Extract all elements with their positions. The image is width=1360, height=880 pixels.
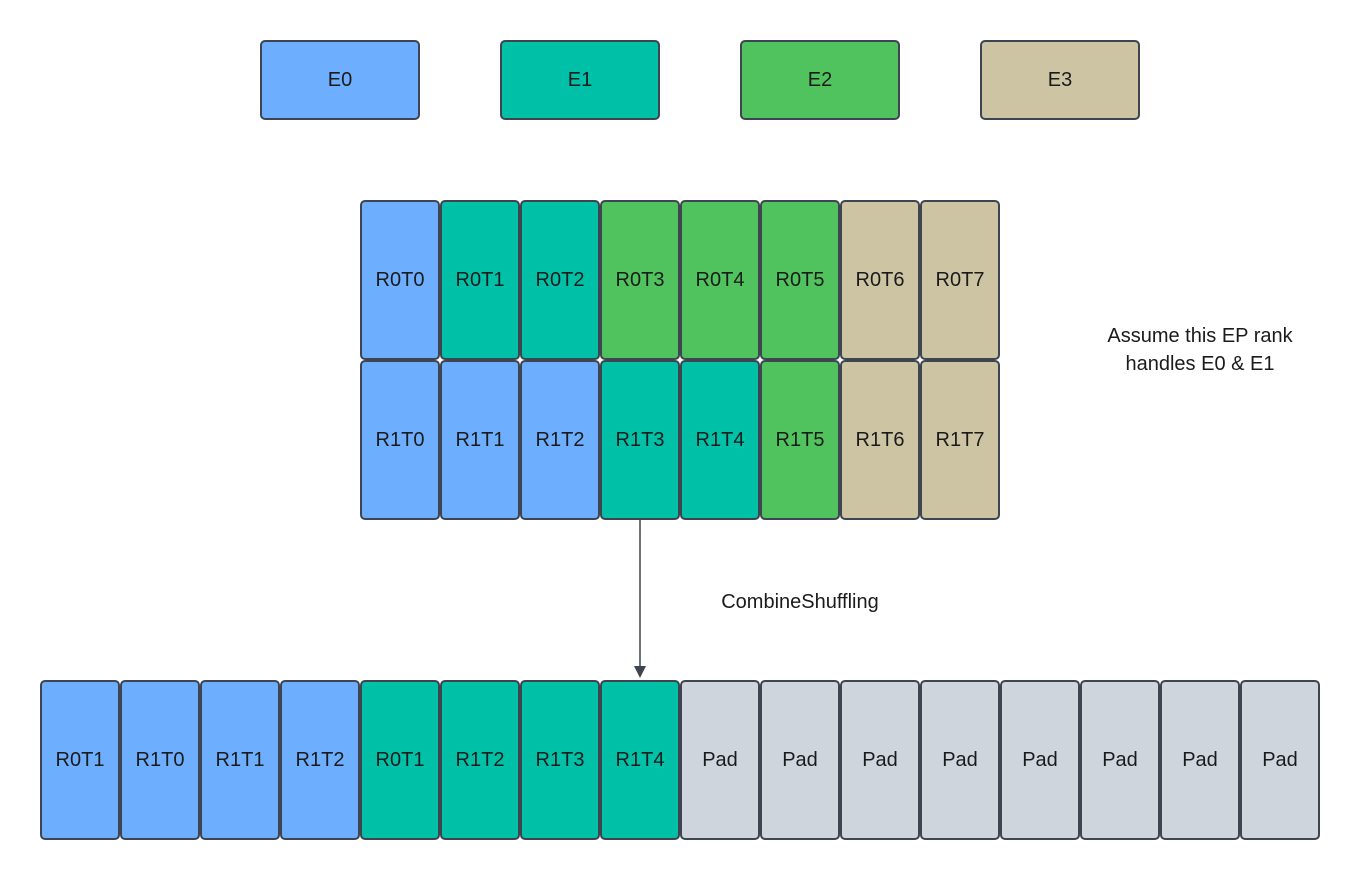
legend-e2: E2	[740, 40, 900, 120]
pad-cell: Pad	[840, 680, 920, 840]
pad-cell: Pad	[760, 680, 840, 840]
output-cell-r1t4: R1T4	[600, 680, 680, 840]
legend-e1: E1	[500, 40, 660, 120]
pad-cell: Pad	[680, 680, 760, 840]
token-cell-r1t4: R1T4	[680, 360, 760, 520]
legend-e3: E3	[980, 40, 1140, 120]
legend-e0: E0	[260, 40, 420, 120]
token-cell-r0t2: R0T2	[520, 200, 600, 360]
ep-rank-note: Assume this EP rank handles E0 & E1	[1107, 325, 1293, 375]
token-cell-r1t7: R1T7	[920, 360, 1000, 520]
token-cell-r1t2: R1T2	[520, 360, 600, 520]
output-cell-r1t0: R1T0	[120, 680, 200, 840]
token-cell-r1t1: R1T1	[440, 360, 520, 520]
pad-cell: Pad	[1080, 680, 1160, 840]
token-cell-r0t3: R0T3	[600, 200, 680, 360]
token-cell-r0t5: R0T5	[760, 200, 840, 360]
output-cell-r0t1: R0T1	[40, 680, 120, 840]
token-cell-r0t1: R0T1	[440, 200, 520, 360]
token-cell-r0t0: R0T0	[360, 200, 440, 360]
token-cell-r0t6: R0T6	[840, 200, 920, 360]
combine-shuffling-label: CombineShuffling	[721, 591, 879, 613]
token-cell-r0t4: R0T4	[680, 200, 760, 360]
pad-cell: Pad	[1160, 680, 1240, 840]
shuffle-arrow-head	[634, 666, 646, 678]
output-cell-r0t1: R0T1	[360, 680, 440, 840]
token-cell-r1t0: R1T0	[360, 360, 440, 520]
pad-cell: Pad	[1240, 680, 1320, 840]
pad-cell: Pad	[920, 680, 1000, 840]
token-cell-r1t6: R1T6	[840, 360, 920, 520]
output-cell-r1t2: R1T2	[280, 680, 360, 840]
pad-cell: Pad	[1000, 680, 1080, 840]
output-cell-r1t2: R1T2	[440, 680, 520, 840]
token-cell-r0t7: R0T7	[920, 200, 1000, 360]
token-cell-r1t5: R1T5	[760, 360, 840, 520]
output-cell-r1t1: R1T1	[200, 680, 280, 840]
token-cell-r1t3: R1T3	[600, 360, 680, 520]
output-cell-r1t3: R1T3	[520, 680, 600, 840]
